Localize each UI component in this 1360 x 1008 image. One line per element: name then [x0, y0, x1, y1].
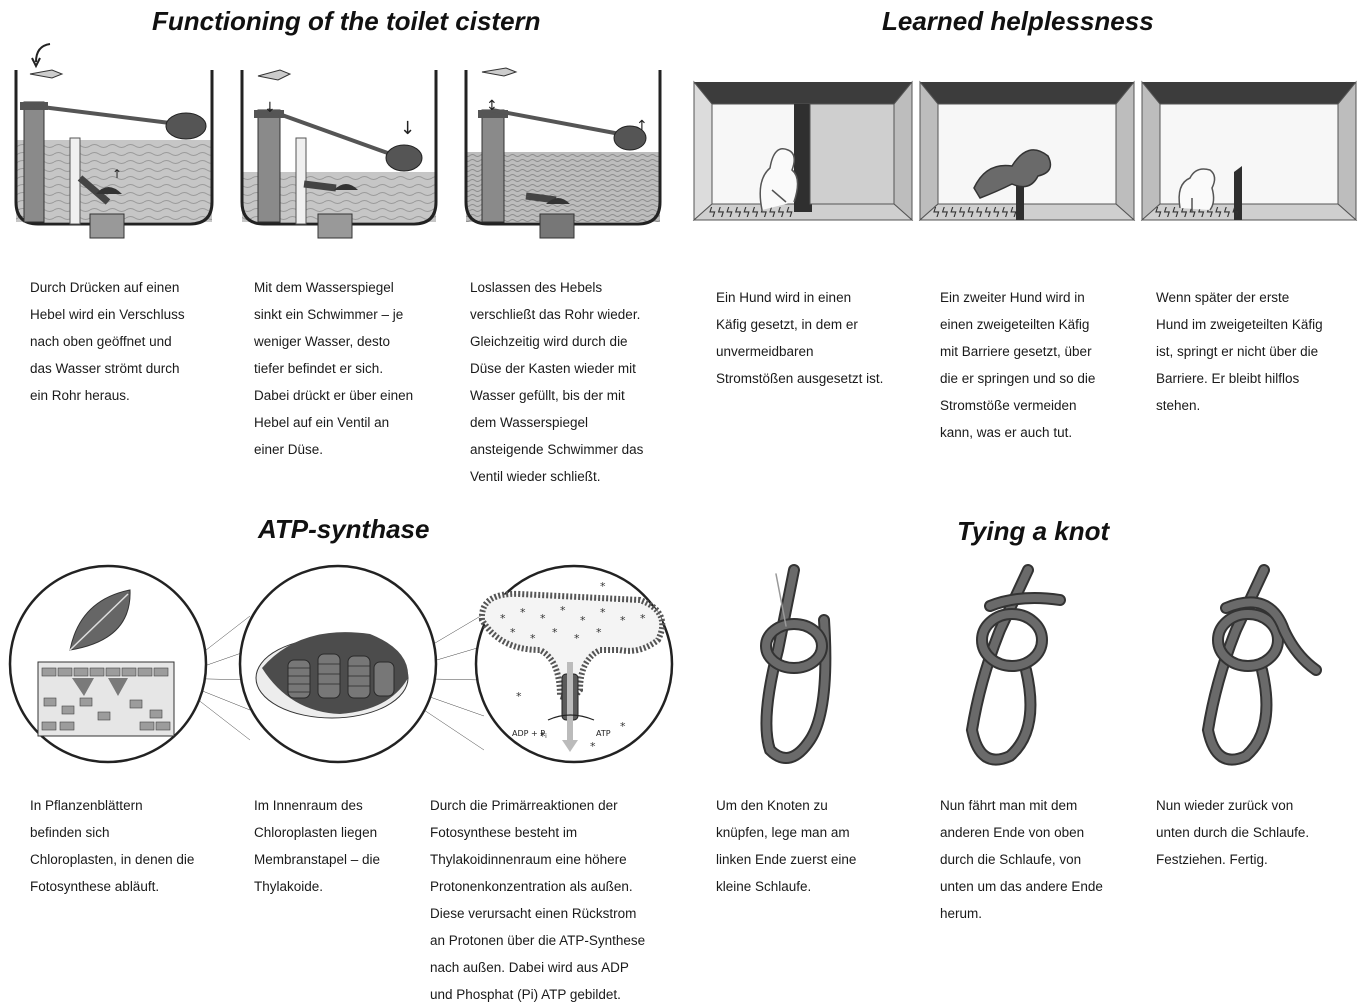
knot-caption-1: Um den Knoten zuknüpfen, lege man am lin…: [716, 792, 856, 900]
toilet-caption-2: Mit dem Wasserspiegelsinkt ein Schwimmer…: [254, 274, 413, 463]
cistern-panel-3: ↕ ↑: [466, 68, 660, 238]
toilet-caption-1: Durch Drücken auf einenHebel wird ein Ve…: [30, 274, 185, 409]
svg-text:*: *: [540, 612, 546, 625]
svg-text:*: *: [596, 626, 602, 639]
shock-glyphs-1: ϟϟϟϟϟϟϟϟϟϟ: [708, 206, 794, 221]
svg-text:*: *: [600, 606, 606, 619]
chloroplast-circle: [240, 566, 436, 762]
svg-text:*: *: [560, 604, 566, 617]
shock-glyphs-2: ϟϟϟϟϟϟϟϟϟϟ: [932, 206, 1018, 221]
svg-text:↓: ↓: [400, 118, 415, 139]
helplessness-title: Learned helplessness: [882, 6, 1154, 37]
svg-text:*: *: [580, 614, 586, 627]
knot-title: Tying a knot: [957, 516, 1109, 547]
cistern-panel-1: ↑: [16, 44, 212, 238]
svg-text:*: *: [500, 612, 506, 625]
cage-2: ϟϟϟϟϟϟϟϟϟϟ: [920, 82, 1134, 221]
atp-title: ATP-synthase: [258, 514, 429, 545]
knot-illustrations: [700, 560, 1340, 780]
atp-caption-1: In Pflanzenblätternbefinden sich Chlorop…: [30, 792, 194, 900]
svg-text:↓: ↓: [264, 100, 276, 116]
svg-text:*: *: [574, 632, 580, 645]
svg-text:*: *: [520, 606, 526, 619]
knot-caption-3: Nun wieder zurück vonunten durch die Sch…: [1156, 792, 1309, 873]
toilet-caption-3: Loslassen des Hebelsverschließt das Rohr…: [470, 274, 643, 490]
knot-step-2: [972, 570, 1060, 760]
svg-text:*: *: [530, 632, 536, 645]
atp-caption-3: Durch die Primärreaktionen derFotosynthe…: [430, 792, 645, 1008]
knot-step-3: [1208, 570, 1316, 760]
svg-text:↑: ↑: [112, 167, 122, 181]
svg-text:*: *: [620, 720, 626, 733]
helplessness-caption-1: Ein Hund wird in einenKäfig gesetzt, in …: [716, 284, 883, 392]
cistern-panel-2: ↓ ↓: [242, 70, 436, 238]
svg-text:*: *: [620, 614, 626, 627]
cage-3: ϟϟϟϟϟϟϟϟϟϟ: [1142, 82, 1356, 221]
leaf-circle: [10, 566, 206, 762]
svg-text:*: *: [600, 580, 606, 593]
thylakoid-circle: *** *** *** *** *** *** ADP + Pi ATP: [476, 566, 672, 762]
cage-illustrations: ϟϟϟϟϟϟϟϟϟϟ ϟϟϟϟϟϟϟϟϟϟ ϟϟϟϟϟϟϟϟϟϟ: [690, 80, 1360, 230]
toilet-title: Functioning of the toilet cistern: [152, 6, 541, 37]
toilet-illustrations: ↑ ↓ ↓ ↕ ↑: [0, 38, 680, 288]
svg-text:*: *: [590, 740, 596, 753]
knot-caption-2: Nun fährt man mit demanderen Ende von ob…: [940, 792, 1103, 927]
svg-text:*: *: [552, 626, 558, 639]
helplessness-caption-2: Ein zweiter Hund wird ineinen zweigeteil…: [940, 284, 1095, 446]
svg-text:↑: ↑: [636, 118, 648, 134]
svg-text:↕: ↕: [486, 98, 498, 114]
atp-label: ATP: [596, 729, 611, 738]
helplessness-caption-3: Wenn später der ersteHund im zweigeteilt…: [1156, 284, 1323, 419]
svg-text:*: *: [640, 612, 646, 625]
atp-illustrations: *** *** *** *** *** *** ADP + Pi ATP: [0, 550, 680, 780]
cage-1: ϟϟϟϟϟϟϟϟϟϟ: [694, 82, 912, 221]
atp-caption-2: Im Innenraum desChloroplasten liegen Mem…: [254, 792, 380, 900]
svg-text:*: *: [510, 626, 516, 639]
svg-text:*: *: [516, 690, 522, 703]
knot-step-1: [766, 570, 825, 758]
